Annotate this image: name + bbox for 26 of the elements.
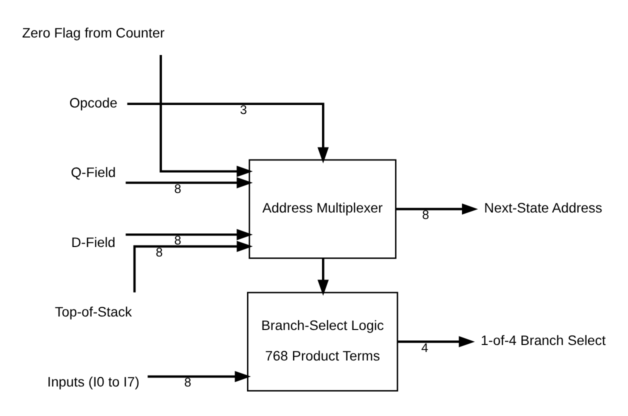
edge-label: 8 [184, 375, 192, 390]
arrow [160, 54, 253, 176]
edge-label: 4 [421, 340, 428, 354]
node-text: Top-of-Stack [54, 304, 132, 320]
arrow [396, 202, 478, 214]
arrow [398, 336, 475, 347]
node-text: D-Field [71, 234, 116, 250]
arrow [148, 370, 251, 382]
edge-label: 3 [240, 102, 247, 116]
edge-label: 8 [156, 244, 163, 259]
arrow [126, 176, 253, 188]
edge-label: 8 [422, 208, 430, 222]
node-text: Zero Flag from Counter [22, 25, 165, 40]
node-text: Inputs (I0 to I7) [47, 374, 140, 389]
edge-label: 8 [174, 233, 182, 248]
node-box: Address Multiplexer [248, 158, 396, 258]
node-box: Branch-Select Logic 768 Product Terms [247, 291, 398, 392]
node-text: Opcode [69, 94, 118, 110]
node-text: Next-State Address [484, 200, 602, 216]
node-text: Q-Field [70, 164, 116, 180]
arrow [133, 240, 253, 292]
arrow [126, 228, 253, 240]
node-text: 1-of-4 Branch Select [480, 332, 606, 348]
arrow [318, 258, 329, 296]
arrow [127, 102, 329, 163]
edge-label: 8 [174, 181, 182, 196]
